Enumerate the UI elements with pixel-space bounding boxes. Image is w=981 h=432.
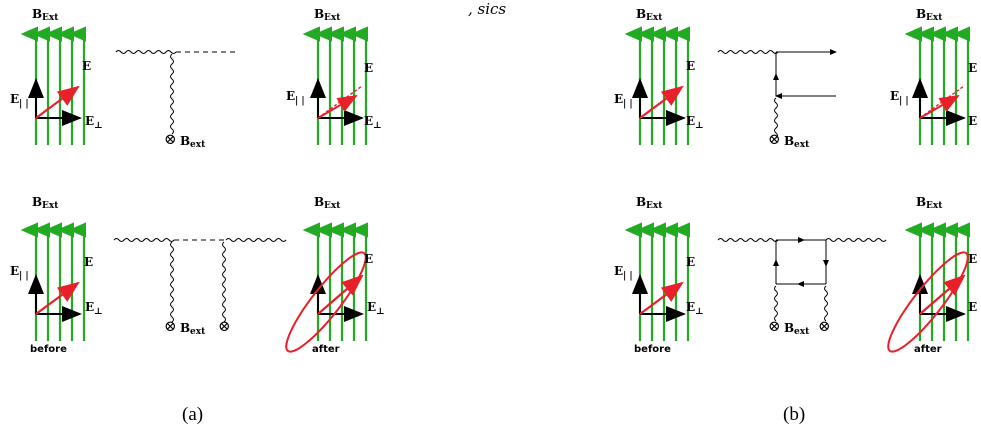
e-vector-label: E	[82, 59, 91, 73]
e-perp-subscript: ⊥	[376, 307, 385, 317]
e-vector-label: E	[364, 61, 373, 75]
b-ext-label: B	[32, 195, 42, 209]
b-ext-subscript: Ext	[646, 201, 663, 211]
b-ext-lower-label: B	[180, 134, 190, 148]
panel-a-top-after: B Ext E | | E ⊥ E	[286, 7, 382, 145]
b-ext-lower-subscript: ext	[794, 140, 810, 150]
b-ext-lower-subscript: ext	[794, 327, 810, 337]
panel-b-top-before: B Ext E | | E ⊥ E	[614, 7, 704, 145]
b-ext-lower-label: B	[784, 134, 794, 148]
b-ext-subscript: Ext	[926, 201, 943, 211]
e-parallel-label: E	[10, 264, 19, 278]
e-parallel-label: E	[614, 264, 623, 278]
e-vector-label: E	[686, 255, 695, 269]
e-vector-label: E	[968, 252, 977, 266]
e-parallel-label: E	[614, 92, 623, 106]
after-label: after	[312, 344, 340, 355]
b-ext-subscript: Ext	[42, 201, 59, 211]
e-parallel-subscript: | |	[623, 99, 633, 109]
b-ext-label: B	[916, 7, 926, 21]
b-ext-label: B	[32, 7, 42, 21]
caption-b: (b)	[783, 404, 805, 425]
e-parallel-subscript: | |	[899, 96, 909, 106]
b-ext-subscript: Ext	[42, 13, 59, 23]
e-perp-label: E	[364, 114, 373, 128]
e-perp-label: E	[968, 114, 977, 128]
before-label: before	[30, 344, 67, 355]
e-perp-subscript: ⊥	[373, 121, 382, 131]
e-perp-subscript: ⊥	[94, 121, 103, 131]
otimes-symbol: ⊗	[768, 317, 781, 335]
b-ext-lower-subscript: ext	[190, 140, 206, 150]
e-parallel-subscript: | |	[623, 271, 633, 281]
e-parallel-subscript: | |	[295, 96, 305, 106]
e-vector-label: E	[364, 252, 373, 266]
otimes-symbol: ⊗	[768, 130, 781, 148]
otimes-symbol: ⊗	[164, 317, 177, 335]
e-perp-label: E	[968, 300, 977, 314]
b-ext-subscript: Ext	[324, 13, 341, 23]
header-fragment: , sics	[468, 0, 506, 18]
b-ext-label: B	[314, 195, 324, 209]
e-parallel-subscript: | |	[19, 99, 29, 109]
e-parallel-subscript: | |	[19, 271, 29, 281]
caption-a: (a)	[182, 404, 203, 425]
panel-b-bottom-before: B Ext E | | E ⊥ E before	[614, 195, 704, 355]
e-perp-subscript: ⊥	[94, 307, 103, 317]
b-ext-lower-subscript: ext	[190, 327, 206, 337]
feynman-a-top	[115, 50, 236, 135]
e-perp-label: E	[85, 114, 94, 128]
e-vector-label: E	[686, 59, 695, 73]
e-vector-label: E	[968, 61, 977, 75]
after-label: after	[914, 344, 942, 355]
before-label: before	[634, 344, 671, 355]
e-vector-label: E	[84, 255, 93, 269]
b-ext-label: B	[636, 195, 646, 209]
b-ext-lower-label: B	[784, 321, 794, 335]
e-perp-label: E	[367, 300, 376, 314]
b-ext-label: B	[916, 195, 926, 209]
panel-b-top-after: B Ext E | | E E	[890, 7, 977, 145]
otimes-symbol: ⊗	[164, 130, 177, 148]
feynman-b-top	[717, 49, 837, 139]
panel-a-top-before: B Ext E | | E ⊥ E	[10, 7, 103, 145]
otimes-symbol: ⊗	[818, 317, 831, 335]
feynman-a-bottom	[113, 238, 287, 323]
b-ext-label: B	[636, 7, 646, 21]
e-perp-subscript: ⊥	[695, 121, 704, 131]
otimes-symbol: ⊗	[218, 317, 231, 335]
panel-b-bottom-after: B Ext E E after	[887, 195, 977, 355]
e-parallel-label: E	[286, 89, 295, 103]
e-parallel-label: E	[890, 89, 899, 103]
b-ext-label: B	[314, 7, 324, 21]
feynman-b-bottom	[717, 237, 887, 322]
b-ext-lower-label: B	[180, 321, 190, 335]
e-parallel-label: E	[10, 92, 19, 106]
e-perp-label: E	[85, 300, 94, 314]
e-perp-label: E	[686, 114, 695, 128]
b-ext-subscript: Ext	[646, 13, 663, 23]
b-ext-subscript: Ext	[926, 13, 943, 23]
panel-a-bottom-after: B Ext E E ⊥ after	[285, 195, 385, 355]
e-perp-subscript: ⊥	[695, 307, 704, 317]
e-perp-label: E	[686, 300, 695, 314]
b-ext-subscript: Ext	[324, 201, 341, 211]
panel-a-bottom-before: B Ext E | | E ⊥ E before	[10, 195, 103, 355]
